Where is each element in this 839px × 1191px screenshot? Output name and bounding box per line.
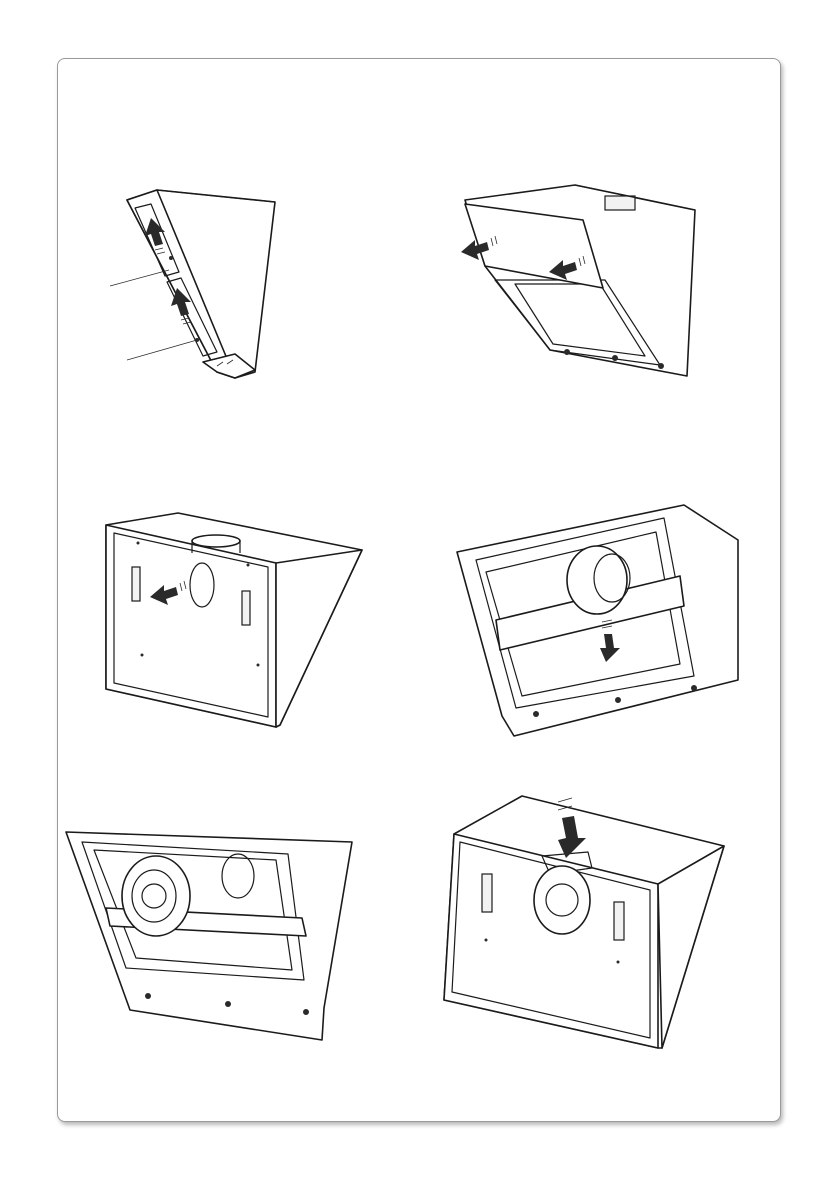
figure-filter-removal [105, 182, 285, 382]
figure-motor-mounted [62, 828, 352, 1043]
figure-back-panel [98, 505, 376, 730]
figure-panel-removal [455, 180, 715, 380]
figure-motor-bracket [452, 500, 742, 740]
figure-motor-insert [440, 792, 730, 1050]
